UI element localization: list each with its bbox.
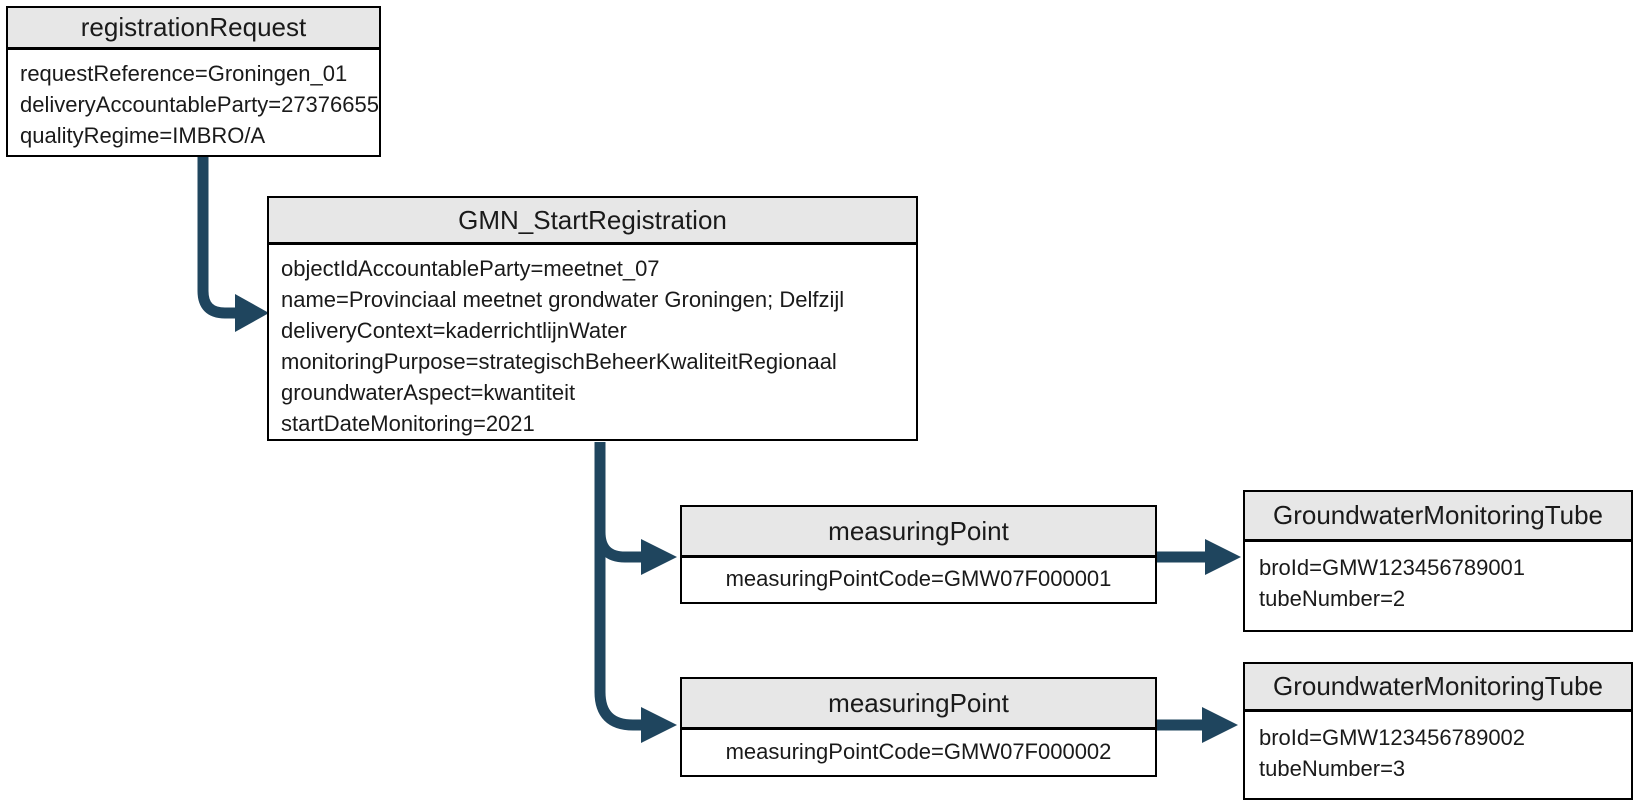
attribute-line: deliveryAccountableParty=27376655 bbox=[20, 92, 379, 117]
attribute-line: requestReference=Groningen_01 bbox=[20, 61, 348, 86]
attribute-line: groundwaterAspect=kwantiteit bbox=[281, 380, 576, 405]
node-attributes: broId=GMW123456789002 tubeNumber=3 bbox=[1245, 712, 1631, 784]
node-measuring-point-1: measuringPoint measuringPointCode=GMW07F… bbox=[680, 505, 1157, 604]
attribute-line: broId=GMW123456789002 bbox=[1259, 725, 1526, 750]
node-groundwater-monitoring-tube-2: GroundwaterMonitoringTube broId=GMW12345… bbox=[1243, 662, 1633, 800]
attribute-line: qualityRegime=IMBRO/A bbox=[20, 123, 266, 148]
node-title: GroundwaterMonitoringTube bbox=[1245, 664, 1631, 712]
attribute-line: monitoringPurpose=strategischBeheerKwali… bbox=[281, 349, 837, 374]
node-measuring-point-2: measuringPoint measuringPointCode=GMW07F… bbox=[680, 677, 1157, 777]
arrow-measuring-point-2-to-tube-2 bbox=[1157, 707, 1238, 743]
node-title: GroundwaterMonitoringTube bbox=[1245, 492, 1631, 542]
attribute-line: measuringPointCode=GMW07F000002 bbox=[725, 738, 1112, 764]
attribute-line: deliveryContext=kaderrichtlijnWater bbox=[281, 318, 627, 343]
attribute-line: objectIdAccountableParty=meetnet_07 bbox=[281, 256, 660, 281]
arrow-measuring-point-1-to-tube-1 bbox=[1157, 539, 1241, 575]
node-registration-request: registrationRequest requestReference=Gro… bbox=[6, 6, 381, 157]
node-title: measuringPoint bbox=[682, 507, 1155, 558]
arrow-gmn-to-measuring-point-1 bbox=[594, 442, 677, 575]
node-attributes: measuringPointCode=GMW07F000002 bbox=[682, 730, 1155, 772]
arrow-registration-to-gmn bbox=[197, 157, 269, 332]
node-attributes: objectIdAccountableParty=meetnet_07 name… bbox=[269, 245, 916, 439]
attribute-line: measuringPointCode=GMW07F000001 bbox=[725, 566, 1112, 591]
attribute-line: name=Provinciaal meetnet grondwater Gron… bbox=[281, 287, 845, 312]
node-groundwater-monitoring-tube-1: GroundwaterMonitoringTube broId=GMW12345… bbox=[1243, 490, 1633, 632]
node-attributes: measuringPointCode=GMW07F000001 bbox=[682, 558, 1155, 599]
attribute-line: startDateMonitoring=2021 bbox=[281, 411, 535, 436]
attribute-line: tubeNumber=2 bbox=[1259, 586, 1406, 611]
node-attributes: broId=GMW123456789001 tubeNumber=2 bbox=[1245, 542, 1631, 614]
attribute-line: tubeNumber=3 bbox=[1259, 756, 1406, 781]
node-title: measuringPoint bbox=[682, 679, 1155, 730]
node-title: GMN_StartRegistration bbox=[269, 198, 916, 245]
node-gmn-start-registration: GMN_StartRegistration objectIdAccountabl… bbox=[267, 196, 918, 441]
node-title: registrationRequest bbox=[8, 8, 379, 50]
arrow-gmn-to-measuring-point-2 bbox=[594, 442, 677, 743]
node-attributes: requestReference=Groningen_01 deliveryAc… bbox=[8, 50, 379, 151]
attribute-line: broId=GMW123456789001 bbox=[1259, 555, 1526, 580]
